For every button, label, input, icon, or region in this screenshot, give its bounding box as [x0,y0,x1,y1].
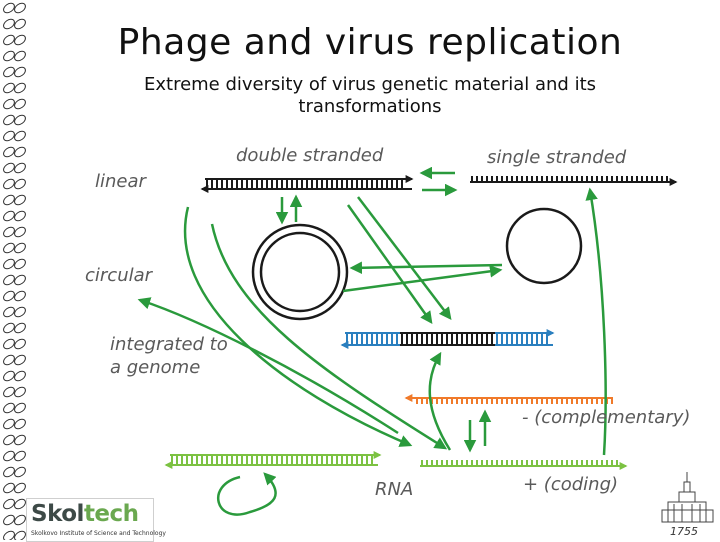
logo-wordmark-part-2: tech [83,501,139,527]
subtitle-line-1: Extreme diversity of virus genetic mater… [143,74,597,95]
label-integrated-line-1: integrated to [110,334,228,355]
logo-subtitle: Skolkovo Institute of Science and Techno… [31,530,166,537]
transformation-arrows [137,166,607,516]
logo-wordmark-part-1: Skol [31,501,84,527]
year-label: 1755 [670,525,698,538]
skoltech-logo: Skoltech Skolkovo Institute of Science a… [26,498,166,542]
integrated-dna [340,329,555,349]
subtitle-line-2: transformations [298,96,442,117]
ds-rna [164,451,382,469]
label-single-stranded: single stranded [487,147,627,168]
label-rna: RNA [375,479,414,500]
ss-linear-dna [470,176,678,186]
label-double-stranded: double stranded [236,145,384,166]
logo-wordmark: Skoltech [31,501,139,527]
label-coding: + (coding) [523,474,619,495]
rna-minus-strand [404,394,613,404]
ds-circular-dna [251,223,349,321]
university-building-icon [661,472,714,523]
rna-plus-strand [420,460,628,470]
label-complementary: - (complementary) [522,407,691,428]
ss-circular-dna [505,207,583,285]
page-title: Phage and virus replication [117,22,623,63]
decorative-border [3,2,26,540]
ds-linear-dna [200,175,414,193]
label-circular: circular [85,265,153,286]
page-subtitle: Extreme diversity of virus genetic mater… [100,74,640,118]
label-linear: linear [95,171,146,192]
label-integrated-line-2: a genome [110,357,201,378]
